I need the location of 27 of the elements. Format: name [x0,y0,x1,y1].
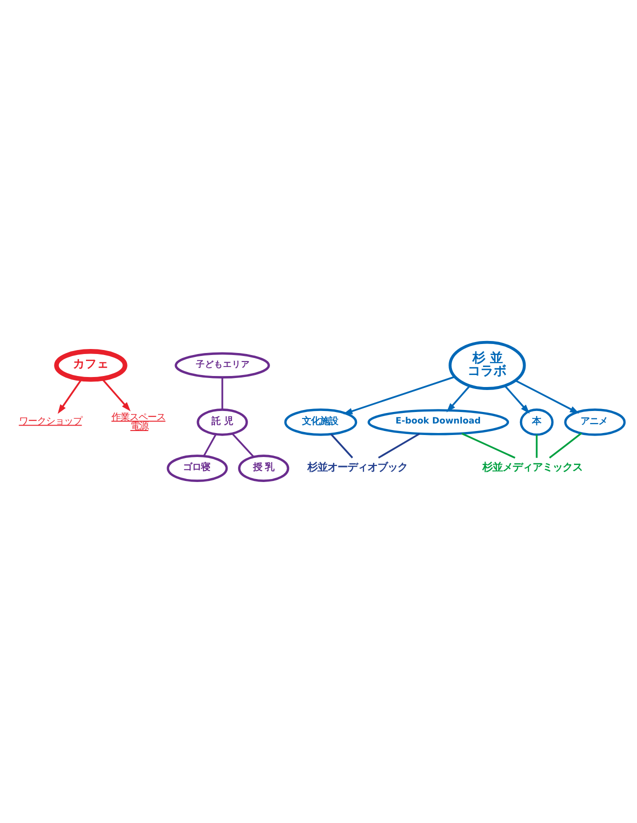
node-ellipse: 授 乳 [238,454,290,482]
arrow [101,378,131,412]
connector [549,432,582,459]
node-ellipse: E-book Download [368,409,510,436]
node-ellipse: 杉 並 コラボ [448,340,526,390]
connector [462,432,516,459]
arrow [446,385,470,412]
connector [378,433,420,459]
node-ellipse: 子どもエリア [174,352,270,378]
arrow [504,385,530,414]
node-ellipse: アニメ [564,408,626,436]
node-text: ワークショップ [18,416,82,427]
node-text: 杉並オーディオブック [307,461,408,474]
node-ellipse: ゴロ寝 [166,454,228,482]
node-text: 杉並メディアミックス [482,461,582,474]
arrow [58,378,82,414]
connector [202,434,217,457]
connector [232,433,254,458]
connector [536,434,538,458]
node-ellipse: 託 児 [196,408,248,436]
node-ellipse: 本 [520,408,554,436]
connector [330,434,354,458]
arrow [343,376,456,414]
arrow [515,380,580,414]
connector [221,378,224,410]
node-text: 作業スペース 電源 [111,412,166,432]
node-ellipse: カフェ [54,349,128,382]
